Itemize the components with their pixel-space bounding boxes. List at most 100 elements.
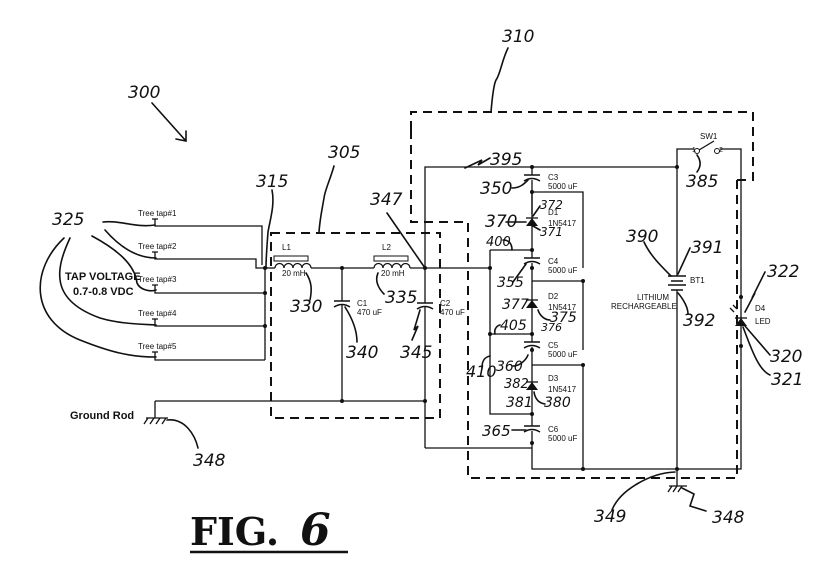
junction [340, 399, 344, 403]
ref-315-leader [265, 189, 274, 269]
tree-tap-5: Tree tap#5 [138, 342, 265, 361]
svg-text:L1: L1 [282, 243, 291, 252]
bus-395-wire [424, 166, 677, 268]
ref-320: 320 [770, 347, 802, 367]
diode-D2: D2 1N5417 [526, 292, 577, 312]
ref-381: 381 [506, 395, 533, 411]
module-310-left-boundary [410, 130, 469, 265]
ref-347: 347 [370, 190, 403, 210]
ref-325-leader-2 [104, 229, 157, 259]
ref-355-leader [512, 263, 527, 283]
ref-315: 315 [256, 172, 288, 192]
svg-text:1N5417: 1N5417 [548, 219, 577, 228]
svg-text:LITHIUM: LITHIUM [637, 293, 669, 302]
svg-text:5000 uF: 5000 uF [548, 434, 577, 443]
ref-350: 350 [480, 179, 512, 199]
ref-305: 305 [328, 143, 360, 163]
ref-390-leader [643, 241, 672, 277]
svg-text:D3: D3 [548, 374, 559, 383]
module-310-top-boundary [410, 111, 754, 181]
switch-SW1: SW1 1 2 [676, 132, 742, 470]
ref-300-arrow [151, 102, 187, 142]
tree-tap-4: Tree tap#4 [138, 309, 265, 327]
svg-text:D1: D1 [548, 208, 559, 217]
ref-305-leader [318, 165, 335, 233]
ref-376: 376 [541, 321, 562, 334]
svg-text:RECHARGEABLE: RECHARGEABLE [611, 302, 677, 311]
ref-392-leader [677, 292, 689, 315]
svg-text:2: 2 [719, 147, 723, 154]
svg-text:1: 1 [692, 147, 696, 154]
svg-text:C5: C5 [548, 341, 559, 350]
ground-symbol-right [667, 469, 687, 493]
inductor-L1: L1 20 mH [273, 243, 312, 278]
ref-395: 395 [490, 150, 522, 170]
capacitor-C2: C2 470 uF [416, 268, 465, 448]
ref-325-leader-1 [102, 220, 156, 227]
ref-320-leader [744, 325, 771, 356]
ref-355: 355 [497, 275, 524, 291]
ref-345-leader [411, 309, 421, 341]
battery-BT1: BT1 LITHIUM RECHARGEABLE [611, 167, 705, 469]
ref-390: 390 [626, 227, 658, 247]
svg-text:Tree tap#5: Tree tap#5 [138, 342, 177, 351]
ref-360-leader [512, 354, 529, 367]
ref-385-leader [696, 154, 701, 173]
ref-392: 392 [683, 311, 715, 331]
svg-text:20 mH: 20 mH [282, 269, 306, 278]
led-D4: D4 LED [729, 295, 771, 348]
svg-text:C6: C6 [548, 425, 559, 434]
ref-410-leader [481, 355, 491, 369]
ref-335-leader [375, 272, 385, 295]
ref-349: 349 [594, 507, 626, 527]
ref-375-leader [537, 309, 551, 321]
junction [423, 399, 427, 403]
ref-405: 405 [500, 318, 527, 334]
ref-321-leader [742, 326, 771, 376]
ref-310: 310 [502, 27, 534, 47]
ref-349-leader [611, 471, 676, 511]
ref-300: 300 [128, 83, 160, 103]
junction [263, 324, 267, 328]
ref-370: 370 [485, 212, 517, 232]
svg-text:D4: D4 [755, 304, 766, 313]
ref-350-leader [511, 179, 529, 189]
ref-330: 330 [290, 297, 322, 317]
ref-391: 391 [691, 238, 723, 258]
svg-text:6: 6 [300, 505, 331, 556]
tap-voltage-value: 0.7-0.8 VDC [73, 286, 134, 298]
ref-391-leader [677, 247, 691, 275]
ref-360: 360 [496, 359, 523, 375]
ref-400: 400 [486, 235, 511, 250]
svg-text:20 mH: 20 mH [381, 269, 405, 278]
ref-345: 345 [400, 343, 432, 363]
tree-tap-3: Tree tap#3 [138, 275, 265, 294]
ref-395-leader [464, 157, 491, 169]
ref-310-leader [490, 47, 509, 113]
ref-348-left: 348 [193, 451, 226, 471]
inductor-L2: L2 20 mH [373, 243, 411, 278]
junction [530, 348, 534, 352]
ref-330-leader [305, 272, 312, 301]
ref-322-leader [744, 271, 766, 313]
capacitor-C4: C4 5000 uF [523, 250, 577, 320]
tree-tap-1: Tree tap#1 [138, 209, 263, 265]
svg-text:D2: D2 [548, 292, 559, 301]
svg-text:C1: C1 [357, 299, 368, 308]
svg-text:Tree tap#4: Tree tap#4 [138, 309, 177, 318]
junction [530, 266, 534, 270]
svg-text:470 uF: 470 uF [440, 308, 465, 317]
junction [581, 279, 585, 283]
svg-text:5000 uF: 5000 uF [548, 350, 577, 359]
junction [530, 441, 534, 445]
capacitor-C6: C6 5000 uF [523, 414, 677, 470]
ref-377: 377 [502, 297, 529, 313]
svg-text:5000 uF: 5000 uF [548, 266, 577, 275]
ref-325: 325 [52, 210, 84, 230]
junction [263, 291, 267, 295]
ref-410: 410 [466, 362, 497, 381]
svg-text:BT1: BT1 [690, 276, 705, 285]
ref-340-leader [344, 306, 358, 343]
ref-348-right: 348 [712, 508, 745, 528]
